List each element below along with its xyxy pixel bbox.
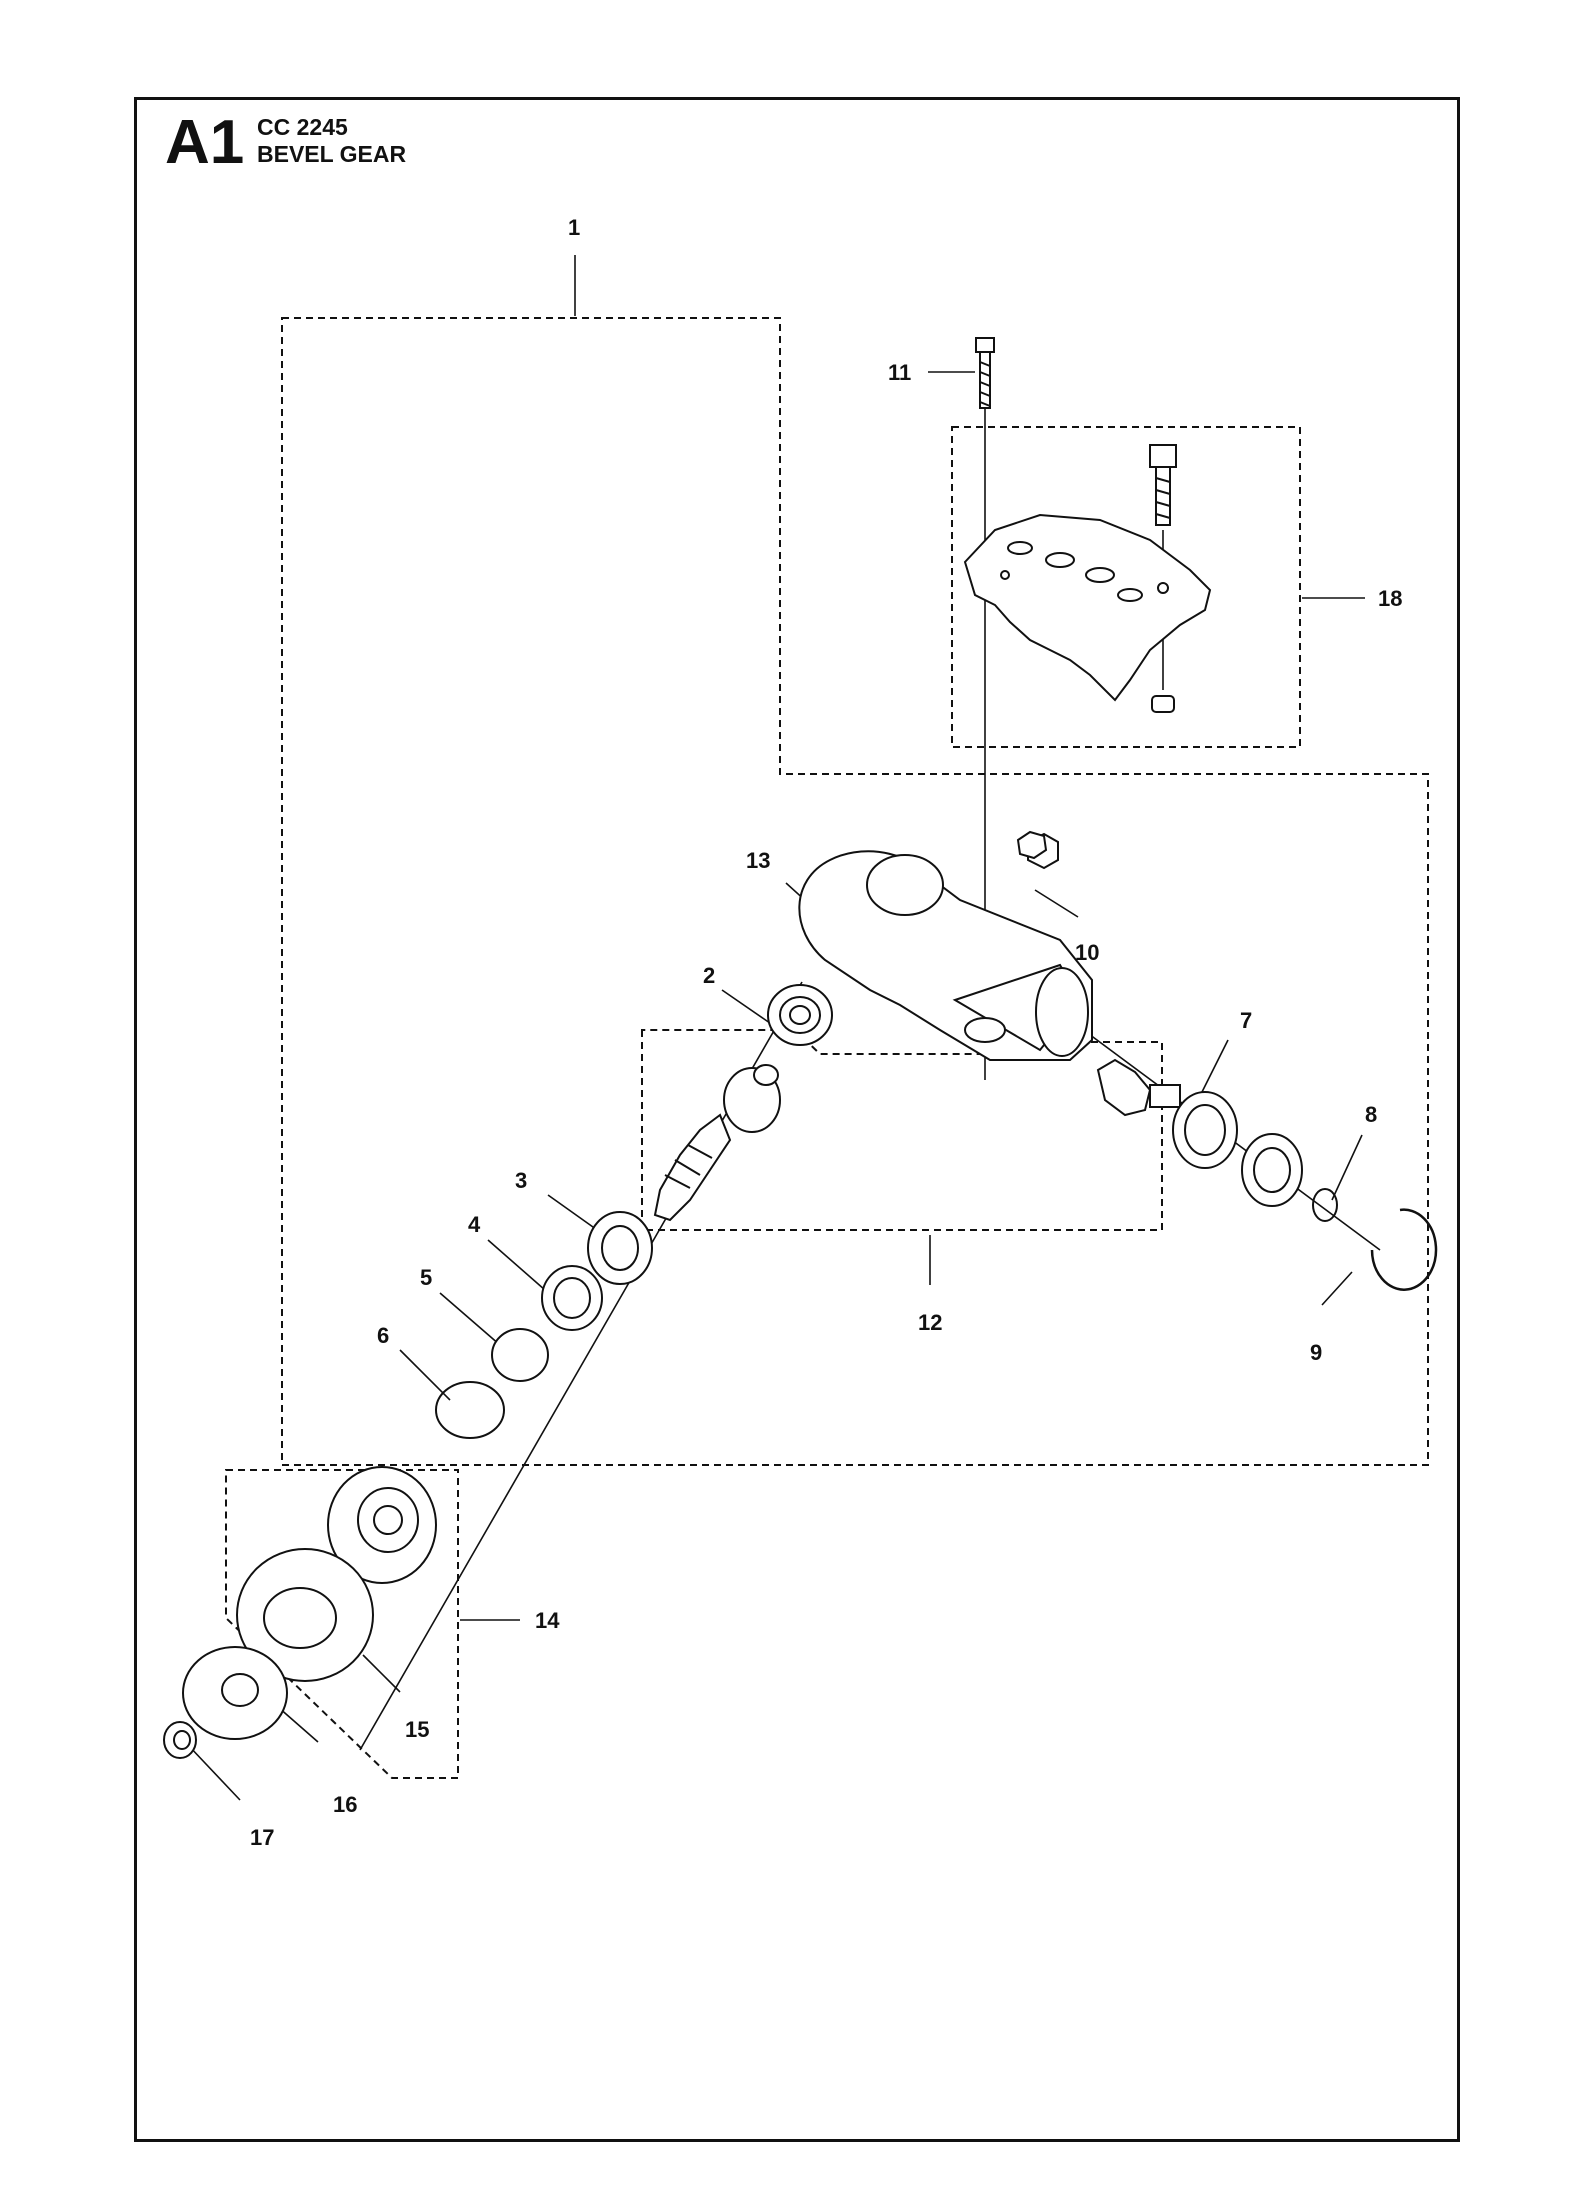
- nut-part-17: [163, 1721, 197, 1759]
- section-code: A1: [165, 108, 245, 177]
- callout-13: 13: [746, 848, 770, 873]
- callout-14: 14: [535, 1608, 560, 1633]
- seal-part-4: [541, 1265, 603, 1331]
- assembly-group-1-outline: [281, 317, 1429, 1466]
- callout-7: 7: [1240, 1008, 1252, 1033]
- callout-12: 12: [918, 1310, 942, 1335]
- assembly-group-18-outline: [951, 426, 1301, 748]
- seal-part-7: [1172, 1091, 1303, 1207]
- callout-6: 6: [377, 1323, 389, 1348]
- callout-3: 3: [515, 1168, 527, 1193]
- page-frame: [134, 97, 1460, 2142]
- callout-9: 9: [1310, 1340, 1322, 1365]
- heat-shield-part-18: [963, 444, 1212, 713]
- callout-11: 11: [888, 360, 911, 385]
- callout-8: 8: [1365, 1102, 1377, 1127]
- ring-part-8: [1312, 1188, 1338, 1222]
- callout-18: 18: [1378, 586, 1402, 611]
- bearing-part-3: [587, 1211, 653, 1285]
- circlip-part-6: [435, 1381, 505, 1439]
- diagram-title: BEVEL GEAR: [257, 141, 407, 167]
- callout-1: 1: [568, 215, 580, 240]
- model-number: CC 2245: [257, 114, 348, 140]
- callout-16: 16: [333, 1792, 357, 1817]
- bearing-part-2: [767, 984, 833, 1046]
- washer-part-5: [491, 1328, 549, 1382]
- cup-part-15: [236, 1548, 374, 1682]
- washer-part-16: [182, 1646, 288, 1740]
- callout-2: 2: [703, 963, 715, 988]
- circlip-part-9: [1370, 1208, 1438, 1291]
- callout-4: 4: [468, 1212, 481, 1237]
- plug-part-10: [1016, 830, 1048, 860]
- screw-part-11: [975, 337, 995, 409]
- gear-housing-part-13: [798, 832, 1093, 1061]
- gear-set-part-12: [653, 1058, 1181, 1222]
- callout-15: 15: [405, 1717, 429, 1742]
- callout-labels: 1 2 3 4 5 6 7 8 9 10 11 12 13 14 15 16 1…: [250, 215, 1402, 1850]
- assembly-group-14-outline: [225, 1469, 459, 1779]
- callout-5: 5: [420, 1265, 432, 1290]
- flange-part-14: [327, 1466, 437, 1584]
- callout-10: 10: [1075, 940, 1099, 965]
- callout-17: 17: [250, 1825, 274, 1850]
